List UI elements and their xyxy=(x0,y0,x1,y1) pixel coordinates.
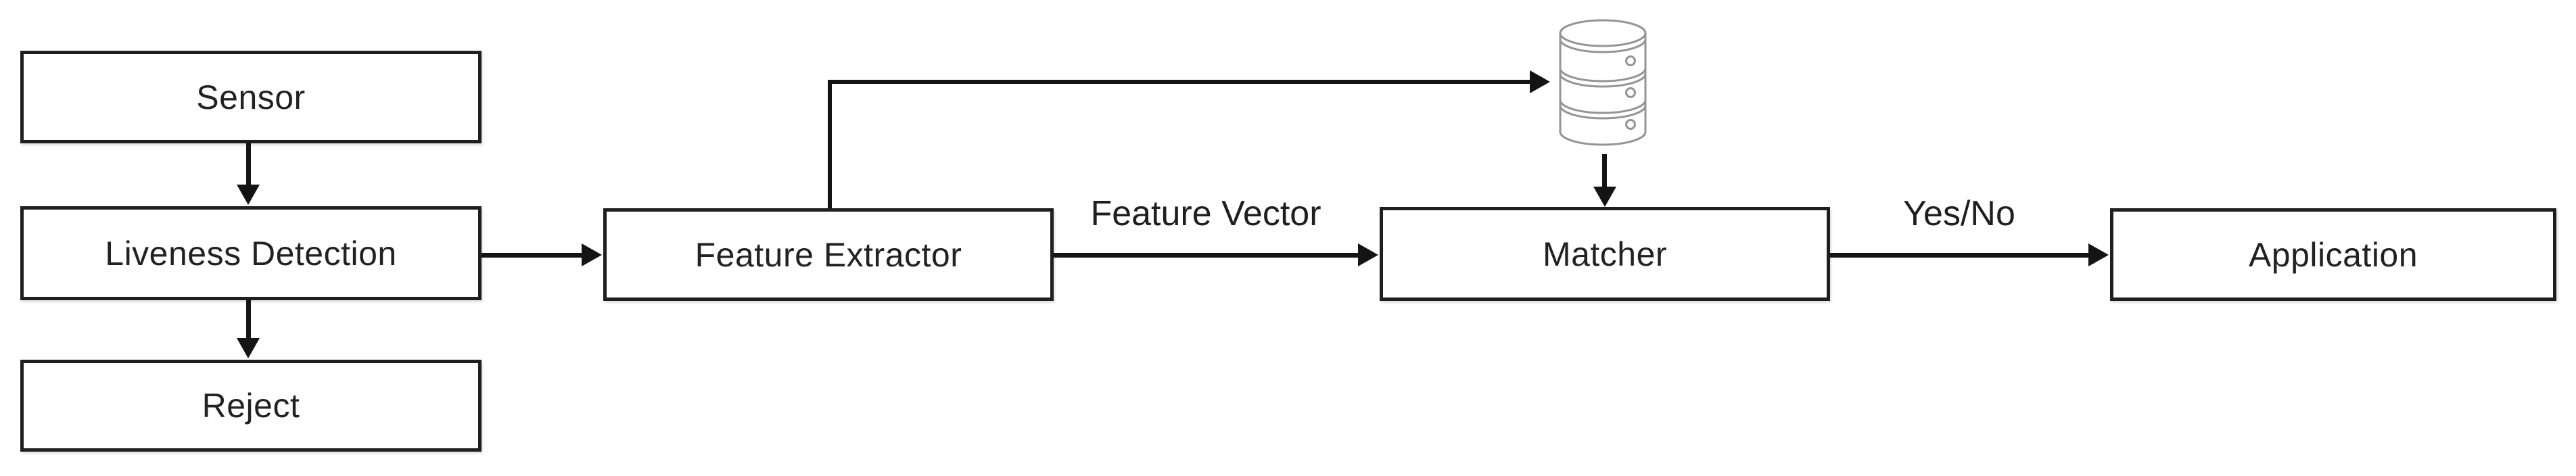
edge-label-feature-vector: Feature Vector xyxy=(1090,194,1321,233)
node-feature-extractor: Feature Extractor xyxy=(603,208,1054,301)
edge-liveness-to-feature-extractor-arrowhead xyxy=(582,243,602,266)
node-reject-label: Reject xyxy=(202,387,300,425)
edge-sensor-to-liveness-line xyxy=(246,143,251,185)
node-matcher: Matcher xyxy=(1380,207,1830,301)
node-reject: Reject xyxy=(20,360,482,452)
edge-feature-extractor-to-database-arrowhead xyxy=(1530,70,1550,93)
database-icon xyxy=(1559,19,1647,146)
edge-liveness-to-reject-arrowhead xyxy=(237,338,260,358)
edge-feature-extractor-to-matcher-arrowhead xyxy=(1358,243,1378,266)
node-feature-extractor-label: Feature Extractor xyxy=(695,235,962,274)
edge-database-to-matcher-line xyxy=(1602,154,1607,187)
node-application-label: Application xyxy=(2248,235,2418,274)
node-matcher-label: Matcher xyxy=(1542,235,1668,273)
edge-liveness-to-reject-line xyxy=(246,300,251,338)
edge-label-yes-no: Yes/No xyxy=(1903,194,2015,233)
node-liveness-detection: Liveness Detection xyxy=(20,206,482,300)
edge-feature-extractor-to-matcher-line xyxy=(1054,253,1358,258)
edge-matcher-to-application-line xyxy=(1830,253,2088,258)
edge-feature-extractor-to-database-horizontal-line xyxy=(828,80,1530,84)
edge-matcher-to-application-arrowhead xyxy=(2088,243,2109,266)
node-application: Application xyxy=(2110,208,2556,301)
edge-sensor-to-liveness-arrowhead xyxy=(237,185,260,205)
edge-liveness-to-feature-extractor-line xyxy=(482,253,582,258)
node-sensor-label: Sensor xyxy=(196,78,306,116)
node-sensor: Sensor xyxy=(20,51,482,143)
edge-feature-extractor-to-database-vertical-line xyxy=(828,80,832,208)
node-liveness-detection-label: Liveness Detection xyxy=(105,234,397,272)
edge-database-to-matcher-arrowhead xyxy=(1593,187,1616,207)
